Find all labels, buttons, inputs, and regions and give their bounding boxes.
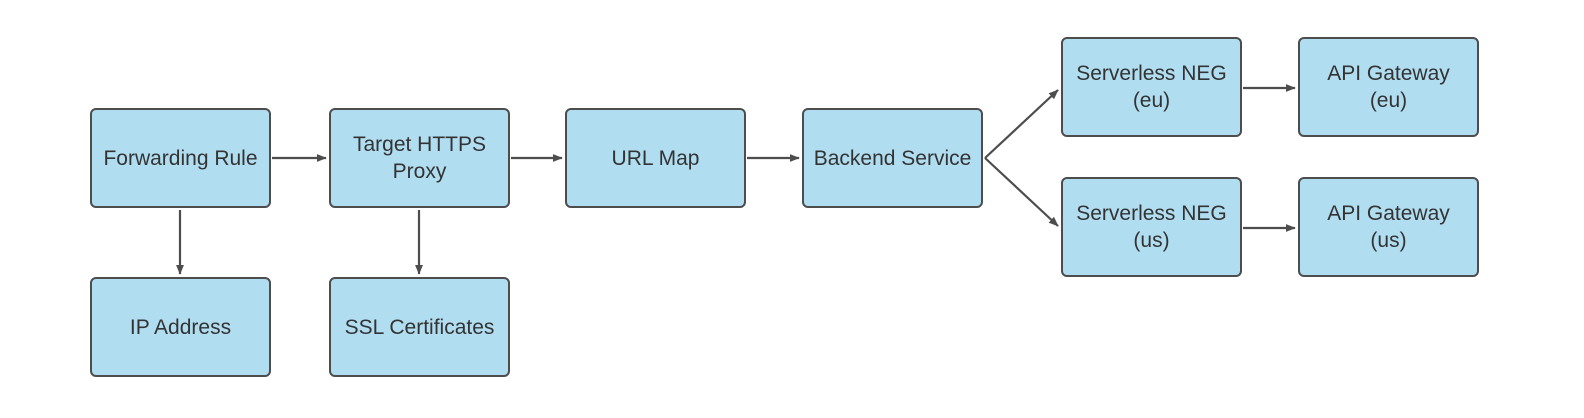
- node-serverless-neg-us[interactable]: Serverless NEG (us): [1061, 177, 1242, 277]
- edge-backend-to-neg-us: [984, 157, 1059, 227]
- node-forwarding-rule[interactable]: Forwarding Rule: [90, 108, 271, 208]
- node-serverless-neg-eu[interactable]: Serverless NEG (eu): [1061, 37, 1242, 137]
- node-ip-address[interactable]: IP Address: [90, 277, 271, 377]
- node-label: Backend Service: [813, 146, 972, 170]
- node-ssl-certificates[interactable]: SSL Certificates: [329, 277, 510, 377]
- node-api-gateway-us[interactable]: API Gateway (us): [1298, 177, 1479, 277]
- node-label: API Gateway (us): [1327, 202, 1450, 252]
- node-label: Serverless NEG (eu): [1076, 62, 1227, 112]
- node-backend-service[interactable]: Backend Service: [802, 108, 983, 208]
- node-label: SSL Certificates: [344, 315, 495, 339]
- node-label: IP Address: [129, 315, 232, 339]
- node-label: Forwarding Rule: [103, 146, 258, 170]
- node-label: API Gateway (eu): [1327, 62, 1450, 112]
- node-label: Serverless NEG (us): [1076, 202, 1227, 252]
- node-url-map[interactable]: URL Map: [565, 108, 746, 208]
- node-label: URL Map: [611, 146, 700, 170]
- edge-backend-to-neg-eu: [984, 89, 1059, 159]
- node-label: Target HTTPS Proxy: [352, 133, 487, 183]
- node-target-https-proxy[interactable]: Target HTTPS Proxy: [329, 108, 510, 208]
- node-api-gateway-eu[interactable]: API Gateway (eu): [1298, 37, 1479, 137]
